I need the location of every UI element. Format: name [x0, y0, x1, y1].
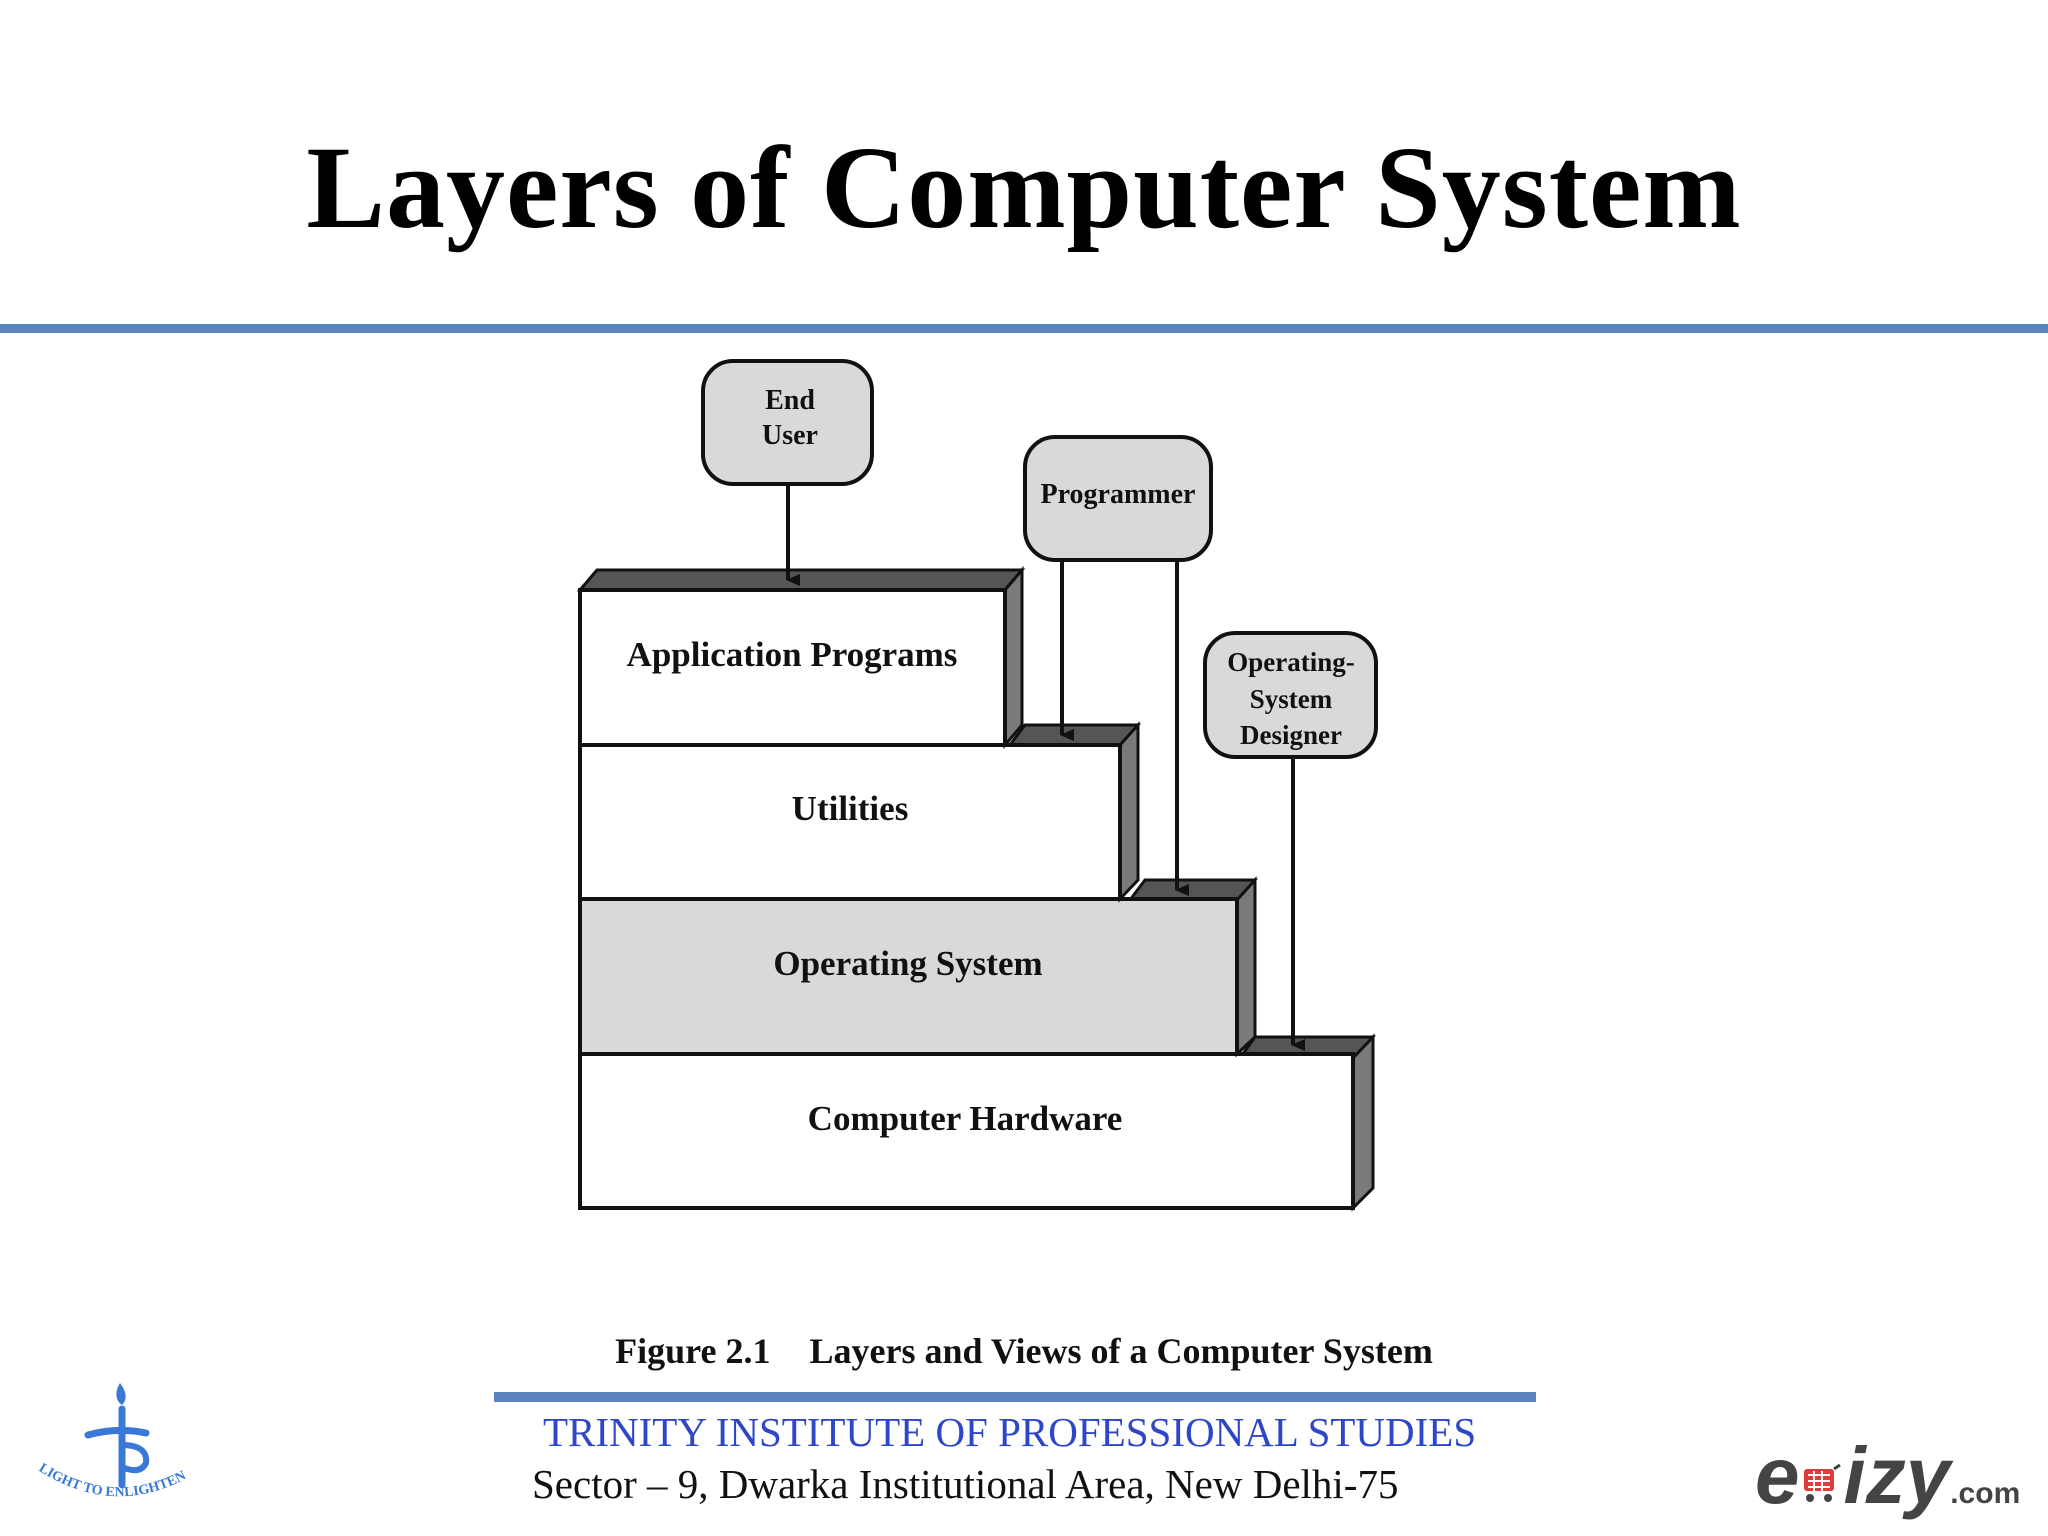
application-top-face — [576, 568, 1026, 592]
actor-os-designer: Operating- System Designer — [1203, 631, 1378, 1051]
layers-diagram: Computer Hardware Operating System Utili… — [576, 359, 1378, 1212]
institute-logo: LIGHT TO ENLIGHTEN — [36, 1383, 189, 1501]
figure-caption: Figure 2.1 Layers and Views of a Compute… — [0, 1330, 2048, 1372]
institute-name: TRINITY INSTITUTE OF PROFESSIONAL STUDIE… — [543, 1409, 1477, 1455]
os-label: Operating System — [773, 944, 1042, 983]
os-face — [578, 897, 1239, 1056]
title-divider — [0, 324, 2048, 333]
hardware-face — [578, 1052, 1355, 1210]
layer-computer-hardware: Computer Hardware — [578, 1033, 1376, 1212]
programmer-label: Programmer — [1041, 479, 1196, 510]
end-user-line-2: User — [762, 420, 818, 451]
utilities-top-face — [1007, 723, 1142, 747]
cart-icon — [1803, 1463, 1841, 1502]
application-label: Application Programs — [627, 635, 958, 674]
actor-end-user: End User — [701, 359, 874, 586]
layer-utilities: Utilities — [578, 721, 1142, 903]
figure-number: Figure 2.1 — [615, 1331, 771, 1371]
layer-application-programs: Application Programs — [576, 565, 1026, 750]
os-side-face — [1235, 876, 1257, 1058]
application-side-face — [1003, 565, 1024, 750]
utilities-side-face — [1118, 721, 1140, 903]
flame-icon — [116, 1383, 126, 1405]
os-designer-box — [1203, 631, 1378, 759]
os-designer-line-1: Operating- — [1227, 647, 1355, 677]
svg-text:LIGHT TO ENLIGHTEN: LIGHT TO ENLIGHTEN — [36, 1461, 189, 1501]
layer-operating-system: Operating System — [578, 876, 1258, 1058]
os-designer-line-3: Designer — [1240, 720, 1342, 750]
utilities-face — [578, 743, 1122, 901]
actor-programmer: Programmer — [1023, 435, 1213, 896]
hardware-side-face — [1351, 1033, 1375, 1212]
hardware-label: Computer Hardware — [808, 1099, 1123, 1138]
figure-caption-text: Layers and Views of a Computer System — [809, 1331, 1433, 1371]
programmer-box — [1023, 435, 1213, 562]
institute-address: Sector – 9, Dwarka Institutional Area, N… — [532, 1461, 1399, 1507]
os-designer-line-2: System — [1250, 684, 1333, 714]
utilities-label: Utilities — [792, 789, 909, 828]
slide-title: Layers of Computer System — [306, 122, 1742, 253]
end-user-line-1: End — [765, 385, 815, 416]
application-face — [578, 588, 1007, 747]
footer-divider — [494, 1392, 1536, 1402]
